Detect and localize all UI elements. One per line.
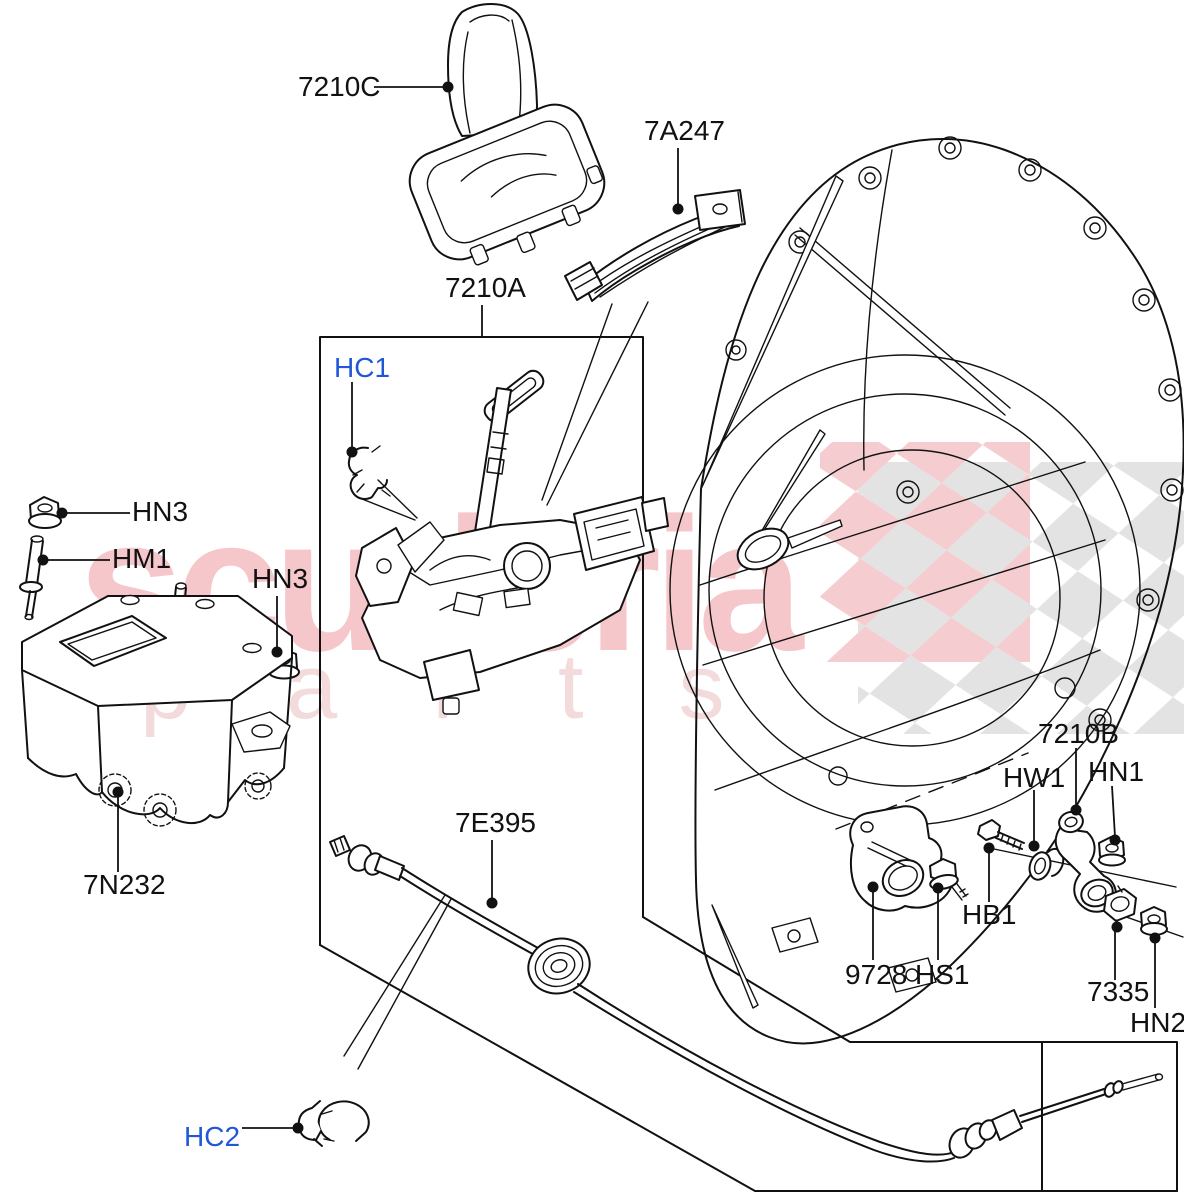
part-label-HC1: HC1 <box>334 352 390 383</box>
part-label-HN3-2: HN3 <box>252 563 308 594</box>
bracket-7n232 <box>21 594 293 827</box>
part-label-7E395: 7E395 <box>455 807 536 838</box>
assembly-outline-box <box>319 336 1178 1192</box>
bolt-ears <box>725 136 1184 732</box>
screw-hb1 <box>977 819 1025 851</box>
bell-housing <box>669 136 1184 1045</box>
part-label-HM1: HM1 <box>112 543 171 574</box>
part-label-7210C: 7210C <box>298 71 381 102</box>
washer-hw1 <box>1028 847 1065 881</box>
lever-hardware-group <box>849 805 1184 938</box>
stud-hm1 <box>19 535 44 621</box>
part-label-HS1: HS1 <box>915 959 969 990</box>
watermark: scuderia parts <box>78 442 1184 738</box>
part-label-7A247: 7A247 <box>644 115 725 146</box>
bolt-hs1 <box>929 858 969 901</box>
part-label-HC2: HC2 <box>184 1121 240 1152</box>
shifter-bezel <box>408 103 606 266</box>
leader-lines <box>45 86 1156 1129</box>
part-label-HN3-1: HN3 <box>132 496 188 527</box>
harness-pointer <box>541 301 649 506</box>
mount-bracket-group <box>19 496 300 827</box>
shift-cable-harness <box>564 189 746 302</box>
part-label-7335: 7335 <box>1087 976 1149 1007</box>
part-label-HB1: HB1 <box>962 899 1016 930</box>
part-label-HN1: HN1 <box>1088 756 1144 787</box>
part-label-7210B: 7210B <box>1038 718 1119 749</box>
nut-hn2 <box>1140 906 1168 936</box>
part-label-9728: 9728 <box>845 959 907 990</box>
checkered-flag <box>820 442 1184 734</box>
cable-clip-hc2 <box>297 894 452 1147</box>
leader-HN1 <box>1111 785 1116 838</box>
shifter-assembly <box>355 369 669 715</box>
shift-cable <box>329 835 1164 1163</box>
cable-clip-hc1 <box>347 445 418 521</box>
part-label-7210A: 7210A <box>445 272 526 303</box>
part-label-HW1: HW1 <box>1003 762 1065 793</box>
flange-nut-hn3-top <box>28 496 62 529</box>
part-label-7N232: 7N232 <box>83 869 166 900</box>
labels-layer: 7210C7A2477210AHC1HN3HM1HN37N2327E395HC2… <box>83 71 1184 1152</box>
part-label-HN2: HN2 <box>1130 1007 1184 1038</box>
leader-dots <box>37 81 1161 1134</box>
